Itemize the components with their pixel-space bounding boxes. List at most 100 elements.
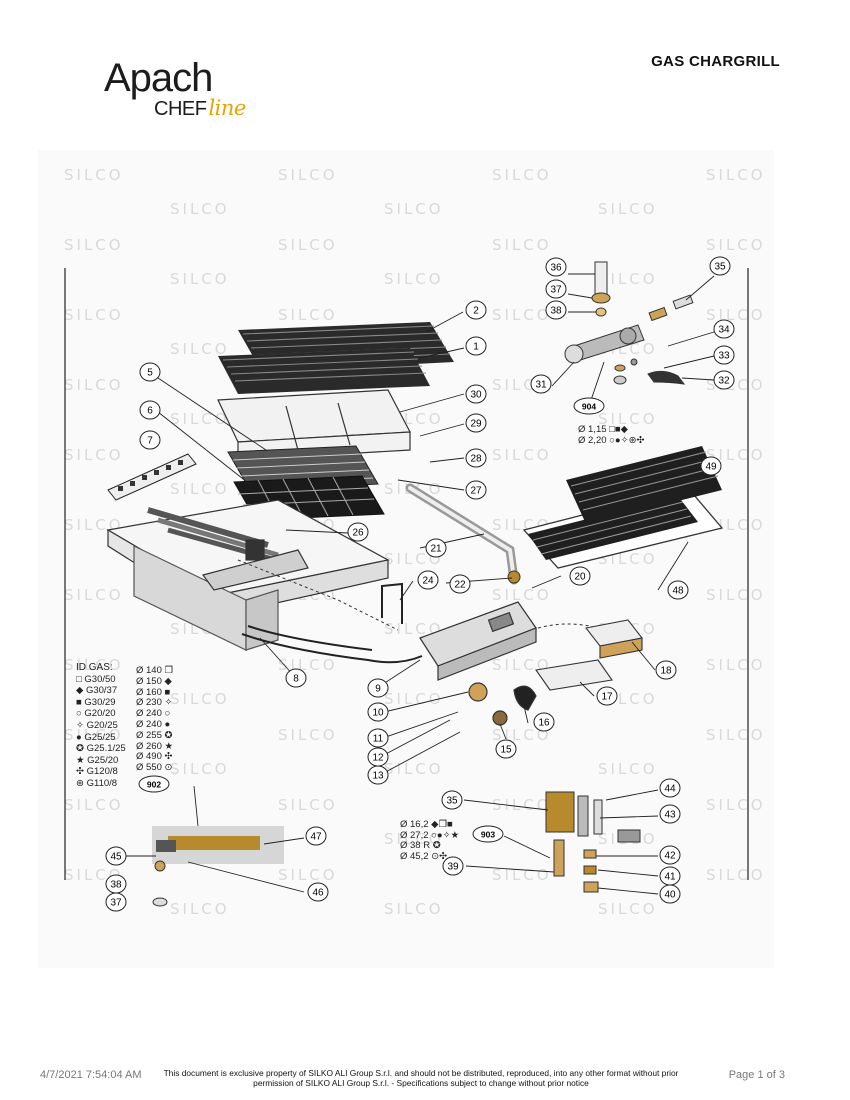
part-callout-number: 38 <box>550 306 562 317</box>
footer-page-number: Page 1 of 3 <box>728 1069 785 1081</box>
diameter-item: Ø 260 ★ <box>136 740 174 752</box>
part-callout-number: 1 <box>473 342 479 353</box>
part-callout: 12 <box>367 747 389 767</box>
gas-legend-item: ◆ G30/37 <box>76 685 118 697</box>
front-panel <box>419 601 537 726</box>
part-callout-number: 10 <box>372 708 384 719</box>
watermark-text: SILCO <box>64 166 124 184</box>
watermark-text: SILCO <box>598 410 658 428</box>
part-callout: 24 <box>417 570 439 590</box>
part-callout: 16 <box>533 712 555 732</box>
watermark-text: SILCO <box>492 306 552 324</box>
part-callout: 26 <box>347 522 369 542</box>
part-callout-number: 37 <box>110 898 122 909</box>
watermark-text: SILCO <box>598 270 658 288</box>
side-rack <box>107 453 197 501</box>
part-callout: 18 <box>655 660 677 680</box>
part-callout-number: 5 <box>147 368 153 379</box>
gas-legend-item: ⊛ G110/8 <box>76 777 118 789</box>
part-callout: 46 <box>307 882 329 902</box>
watermark-text: SILCO <box>706 236 766 254</box>
drip-tray <box>535 619 643 691</box>
watermark-text: SILCO <box>384 830 444 848</box>
part-callout-number: 36 <box>550 263 562 274</box>
watermark-text: SILCO <box>64 516 124 534</box>
part-callout-number: 903 <box>481 830 495 840</box>
part-callout-number: 47 <box>310 832 322 843</box>
part-callout: 39 <box>442 856 464 876</box>
diameter-legend: Ø 140 ❐ Ø 150 ◆ Ø 160 ■ Ø 230 ✧ Ø 240 ○ … <box>136 665 174 774</box>
part-callout: 903 <box>472 825 504 843</box>
part-callout-number: 28 <box>470 454 482 465</box>
part-callout: 35 <box>709 256 731 276</box>
watermark-text: SILCO <box>492 446 552 464</box>
part-callout-number: 30 <box>470 390 482 401</box>
part-callout: 37 <box>105 892 127 912</box>
watermark-text: SILCO <box>170 340 230 358</box>
watermark-text: SILCO <box>598 200 658 218</box>
part-callout-number: 44 <box>664 784 676 795</box>
watermark-text: SILCO <box>492 236 552 254</box>
part-callout-number: 20 <box>574 572 586 583</box>
part-callout: 13 <box>367 765 389 785</box>
footer-note: This document is exclusive property of S… <box>163 1068 679 1088</box>
gas-legend-item: ★ G25/20 <box>76 754 119 766</box>
part-callout-number: 29 <box>470 419 482 430</box>
diameter-item: Ø 240 ○ <box>136 708 171 720</box>
diameter-item: Ø 550 ⊙ <box>136 762 173 774</box>
injector-item: Ø 2,20 ○●✧⊛✣ <box>578 435 645 446</box>
part-callout: 48 <box>667 580 689 600</box>
watermark-text: SILCO <box>64 726 124 744</box>
part-callout: 1 <box>465 336 487 356</box>
watermark-text: SILCO <box>278 796 338 814</box>
document-title: GAS CHARGRILL <box>651 53 780 70</box>
part-callout: 33 <box>713 345 735 365</box>
watermark-text: SILCO <box>492 796 552 814</box>
part-callout-number: 902 <box>147 780 161 790</box>
watermark-text: SILCO <box>170 690 230 708</box>
part-callout: 27 <box>465 480 487 500</box>
watermark-text: SILCO <box>170 270 230 288</box>
brand-line-text: line <box>208 96 246 120</box>
part-callout: 21 <box>425 538 447 558</box>
diameter-item: Ø 255 ✪ <box>136 729 173 741</box>
part-callout-number: 16 <box>538 718 550 729</box>
part-callout: 29 <box>465 413 487 433</box>
gas-legend-item: ● G25/25 <box>76 731 116 743</box>
part-callout: 902 <box>138 775 170 793</box>
part-callout-number: 17 <box>601 692 613 703</box>
main-body <box>106 499 390 651</box>
part-callout-number: 27 <box>470 486 482 497</box>
pilot-injector-legend: Ø 16,2 ◆❐■ Ø 27,2 ○●✧★ Ø 38 R ✪ Ø 45,2 ⊙… <box>400 819 459 862</box>
watermark-text: SILCO <box>64 236 124 254</box>
watermark-text: SILCO <box>64 306 124 324</box>
diameter-item: Ø 140 ❐ <box>136 665 174 676</box>
watermark-text: SILCO <box>706 166 766 184</box>
watermark-text: SILCO <box>170 900 230 918</box>
part-callout: 45 <box>105 846 127 866</box>
gas-legend-item: ✣ G120/8 <box>76 766 118 778</box>
radiant-mesh <box>227 445 385 521</box>
part-callout-number: 39 <box>447 862 459 873</box>
part-callout-number: 12 <box>372 753 384 764</box>
part-callout-number: 9 <box>375 684 381 695</box>
part-callout-number: 24 <box>422 576 434 587</box>
exploded-parts-diagram: SILCO SILCO SILCO SILCO SILCO SILCO SILCO SILCO… <box>38 150 774 968</box>
part-callout: 47 <box>305 826 327 846</box>
injector-item: Ø 1,15 □■◆ <box>578 424 628 435</box>
part-callout: 38 <box>105 874 127 894</box>
part-callout-number: 6 <box>147 406 153 417</box>
watermark-text: SILCO <box>598 760 658 778</box>
part-callout-number: 11 <box>373 734 384 745</box>
watermark-text: SILCO <box>492 726 552 744</box>
watermark-text: SILCO <box>278 866 338 884</box>
part-callout-number: 31 <box>535 380 547 391</box>
watermark-text: SILCO <box>278 306 338 324</box>
gas-legend-item: ✧ G20/25 <box>76 719 118 731</box>
part-callout-number: 38 <box>110 880 122 891</box>
part-callout-number: 33 <box>718 351 730 362</box>
watermark-text: SILCO <box>384 900 444 918</box>
part-callout-number: 34 <box>718 325 730 336</box>
part-callout-number: 18 <box>660 666 672 677</box>
